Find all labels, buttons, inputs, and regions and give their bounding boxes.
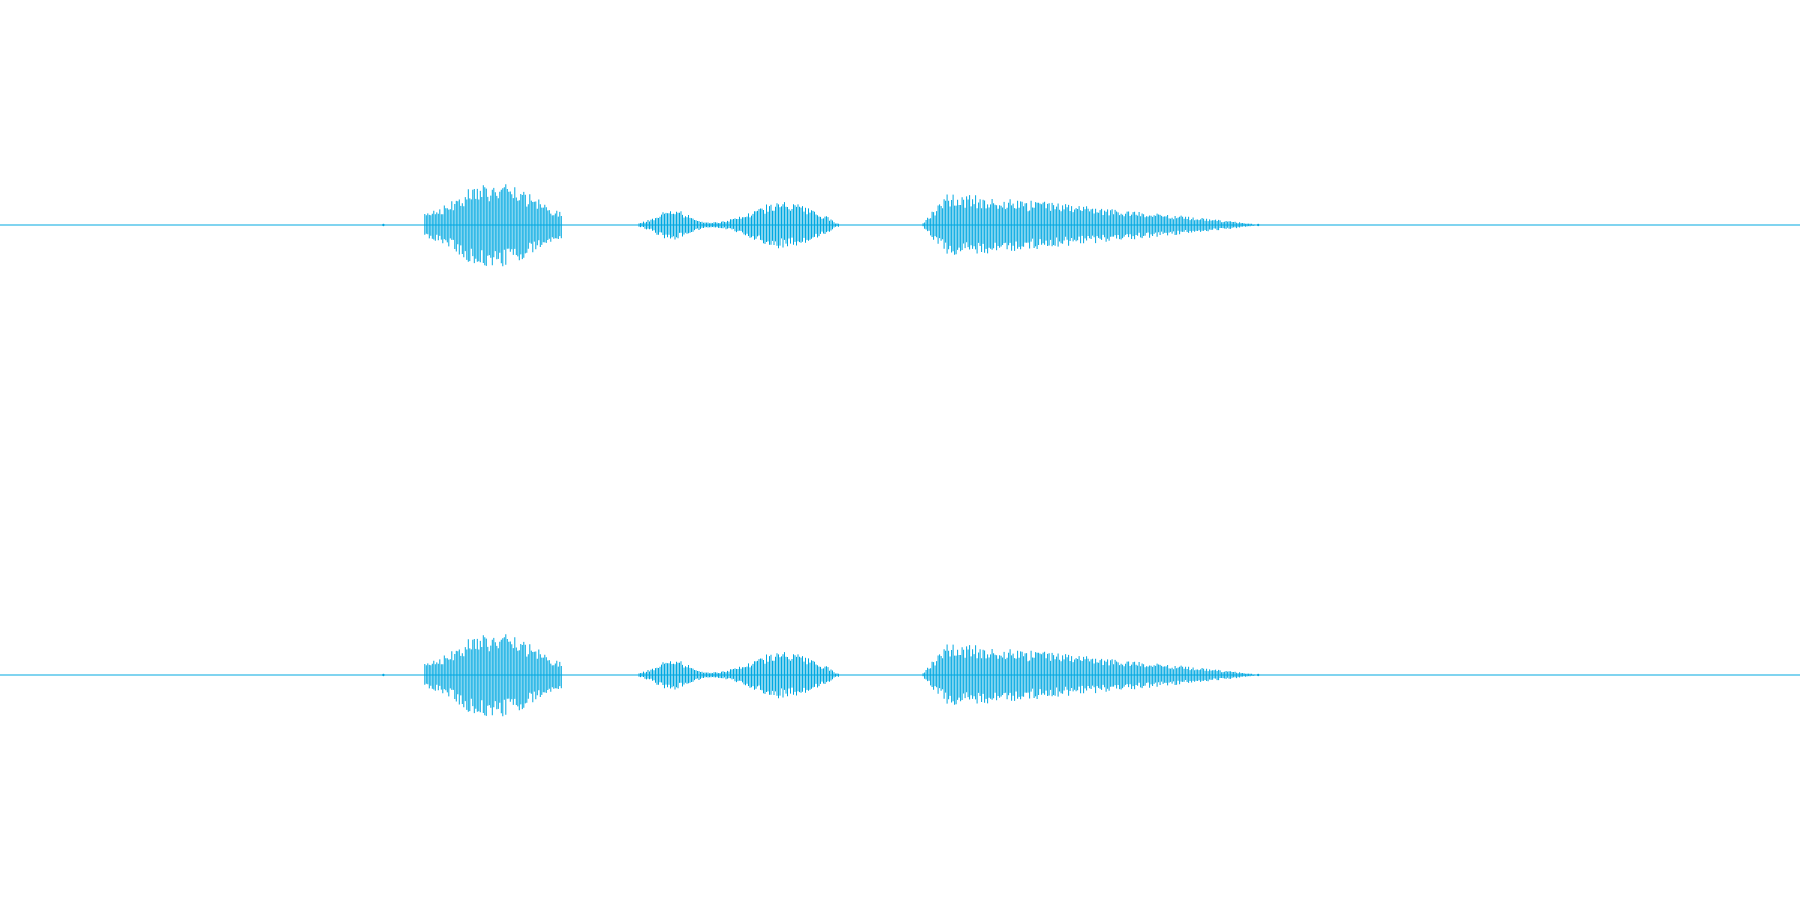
waveform-marker <box>1257 673 1260 677</box>
waveform-segment <box>424 634 562 717</box>
waveform-marker <box>1257 223 1260 227</box>
waveform-track-channel-1[interactable] <box>0 184 1800 267</box>
waveform-segment <box>922 194 1260 255</box>
waveform-segment <box>638 202 839 249</box>
waveform-marker <box>382 673 385 677</box>
waveform-marker <box>382 223 385 227</box>
waveform-segment <box>638 652 839 699</box>
waveform-segment <box>424 184 562 267</box>
waveform-segment <box>922 644 1260 705</box>
waveform-track-channel-2[interactable] <box>0 634 1800 717</box>
